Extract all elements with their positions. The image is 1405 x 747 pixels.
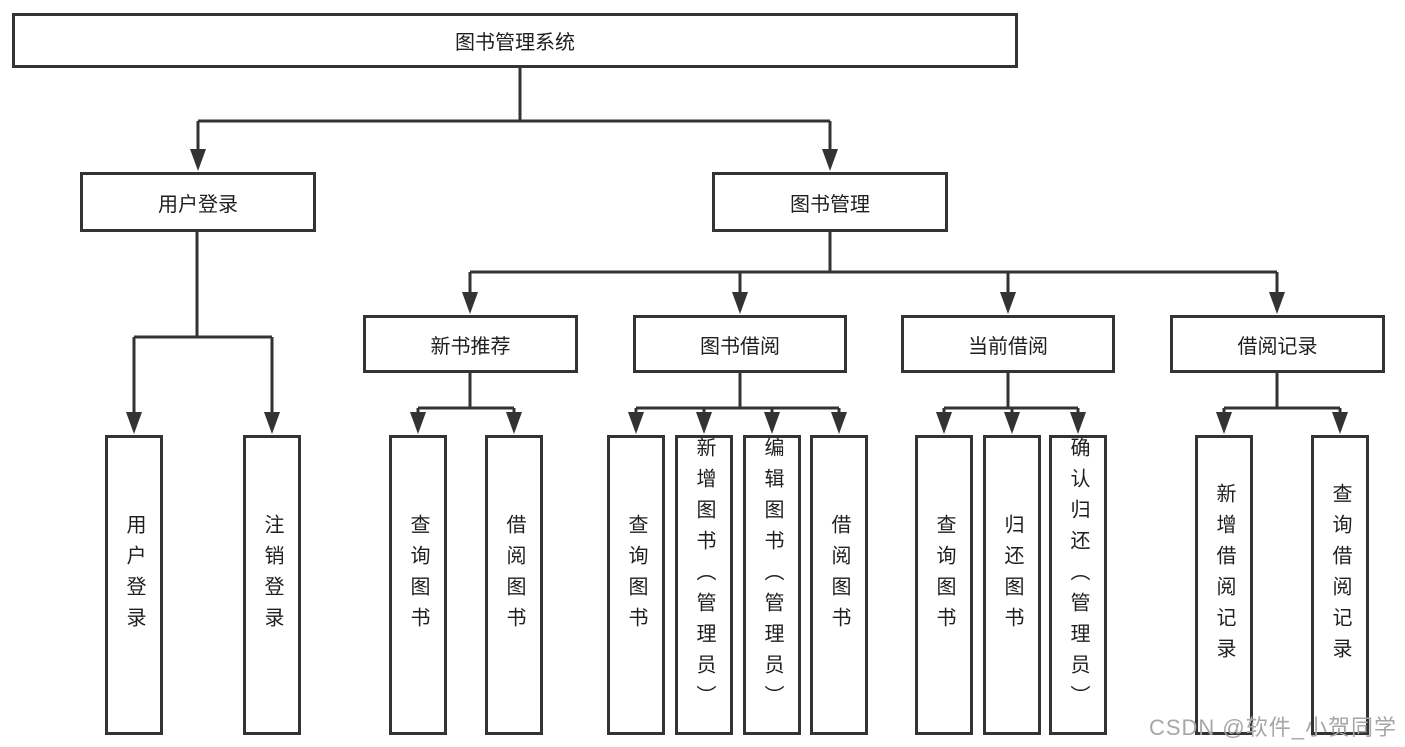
node-book-borrowing: 图书借阅 [633,315,847,373]
leaf-recommend-borrow-book: 借阅图书 [485,435,543,735]
node-book-management: 图书管理 [712,172,948,232]
node-current-borrowing: 当前借阅 [901,315,1115,373]
leaf-borrow-book: 借阅图书 [810,435,868,735]
leaf-add-book-admin: 新增图书（管理员） [675,435,733,735]
leaf-query-borrow-record-label: 查询借阅记录 [1329,483,1351,669]
leaf-query-borrow-record: 查询借阅记录 [1311,435,1369,735]
leaf-recommend-query-book-label: 查询图书 [407,514,429,638]
leaf-confirm-return-admin: 确认归还（管理员） [1049,435,1107,735]
leaf-edit-book-admin-label: 编辑图书（管理员） [761,436,783,716]
leaf-borrowing-query-book-label: 查询图书 [625,514,647,638]
leaf-recommend-query-book: 查询图书 [389,435,447,735]
leaf-add-book-admin-label: 新增图书（管理员） [693,436,715,716]
leaf-edit-book-admin: 编辑图书（管理员） [743,435,801,735]
node-new-book-recommendation: 新书推荐 [363,315,578,373]
leaf-borrowing-query-book: 查询图书 [607,435,665,735]
leaf-user-login: 用户登录 [105,435,163,735]
leaf-return-book: 归还图书 [983,435,1041,735]
leaf-logout-label: 注销登录 [261,514,283,638]
leaf-return-book-label: 归还图书 [1001,514,1023,638]
leaf-current-query-book-label: 查询图书 [933,514,955,638]
leaf-add-borrow-record: 新增借阅记录 [1195,435,1253,735]
leaf-confirm-return-admin-label: 确认归还（管理员） [1067,436,1089,716]
leaf-current-query-book: 查询图书 [915,435,973,735]
leaf-recommend-borrow-book-label: 借阅图书 [503,514,525,638]
node-user-login: 用户登录 [80,172,316,232]
node-borrowing-records: 借阅记录 [1170,315,1385,373]
node-root: 图书管理系统 [12,13,1018,68]
leaf-logout: 注销登录 [243,435,301,735]
leaf-borrow-book-label: 借阅图书 [828,514,850,638]
csdn-watermark: CSDN @软件_小贺同学 [1148,715,1397,740]
leaf-add-borrow-record-label: 新增借阅记录 [1213,483,1235,669]
leaf-user-login-label: 用户登录 [123,514,145,638]
